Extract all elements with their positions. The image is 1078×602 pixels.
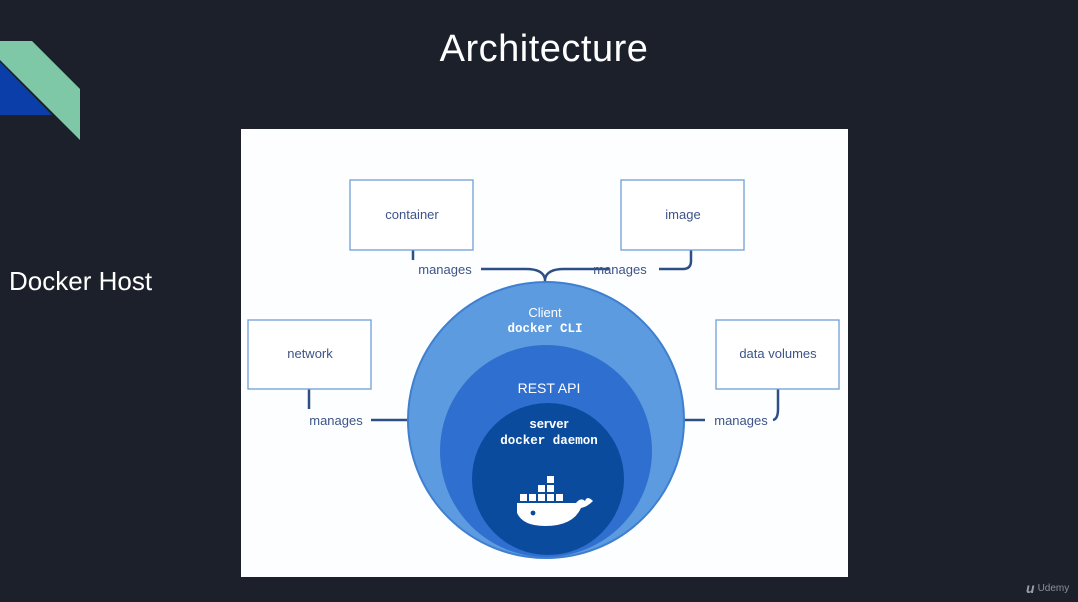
slide-title: Architecture bbox=[439, 28, 649, 70]
box-label-network: network bbox=[287, 346, 333, 361]
connector-volumes bbox=[772, 389, 780, 422]
udemy-watermark: u Udemy bbox=[1026, 580, 1069, 596]
rest-api-label: REST API bbox=[518, 380, 581, 396]
udemy-logo-icon: u bbox=[1026, 580, 1035, 596]
connectors bbox=[307, 250, 780, 422]
deco-green-band bbox=[0, 41, 80, 140]
box-label-data-volumes: data volumes bbox=[739, 346, 817, 361]
box-data-volumes bbox=[715, 319, 840, 390]
edge-label-container: manages bbox=[418, 262, 472, 277]
architecture-diagram: container image network data volumes man… bbox=[247, 179, 840, 559]
server-subtitle: docker daemon bbox=[500, 434, 598, 448]
deco-blue-triangle bbox=[0, 62, 52, 115]
udemy-label: Udemy bbox=[1037, 582, 1070, 594]
connector-top-right bbox=[543, 267, 609, 280]
architecture-diagram-panel: container image network data volumes man… bbox=[241, 129, 848, 577]
side-label-docker-host: Docker Host bbox=[9, 266, 153, 296]
client-title: Client bbox=[528, 305, 562, 320]
box-image bbox=[620, 179, 745, 251]
box-network bbox=[247, 319, 372, 390]
server-title: server bbox=[529, 416, 568, 431]
edge-label-network: manages bbox=[309, 413, 363, 428]
box-label-image: image bbox=[665, 207, 700, 222]
connector-image bbox=[659, 250, 693, 271]
edge-label-data-volumes: manages bbox=[714, 413, 768, 428]
box-container bbox=[349, 179, 474, 251]
corner-decoration bbox=[0, 41, 80, 140]
client-subtitle: docker CLI bbox=[507, 322, 582, 336]
docker-whale-icon bbox=[517, 476, 593, 526]
edge-label-image: manages bbox=[593, 262, 647, 277]
box-label-container: container bbox=[385, 207, 439, 222]
